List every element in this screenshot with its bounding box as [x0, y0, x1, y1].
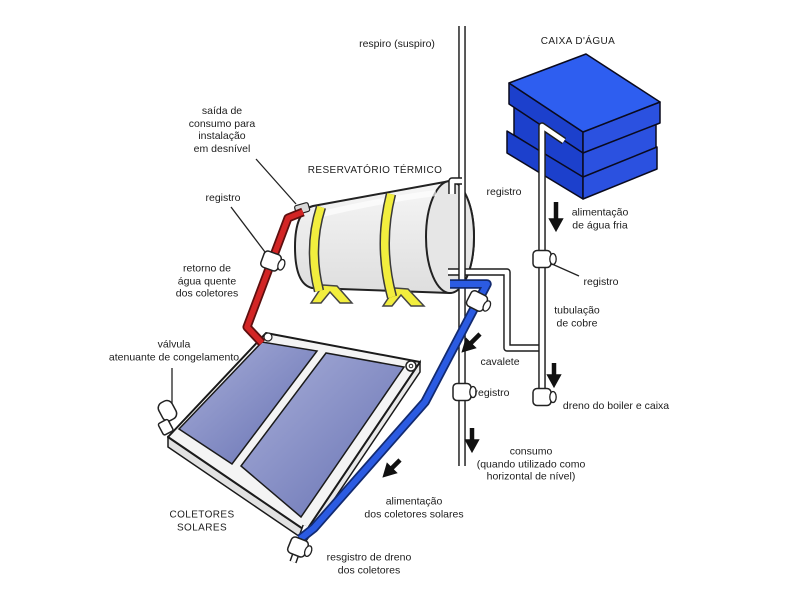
label-coletores-solares: COLETORES SOLARES [169, 509, 235, 534]
valve-hot-return [260, 250, 286, 272]
tank-down-pipe [539, 123, 566, 404]
label-registro-caixa: registro [583, 275, 619, 288]
callout-lines [171, 158, 580, 403]
label-alimentacao-coletores: alimentação dos coletores solares [364, 495, 464, 521]
label-registro-cavalete: registro [474, 386, 510, 399]
antifreeze-valve-bracket [157, 418, 174, 436]
label-valvula-congelamento: válvula atenuante de congelamento [108, 338, 240, 364]
valves [260, 249, 557, 558]
thermal-reservoir [293, 179, 475, 307]
flow-arrows [382, 202, 564, 478]
label-caixa-dagua: CAIXA D'ÁGUA [540, 35, 616, 47]
callout-registro-caixa [551, 263, 580, 277]
vent-elbow [449, 178, 462, 194]
reservoir-strap-right [381, 193, 396, 298]
arrow-cavalete-icon [461, 332, 482, 353]
collector-feed-pipe [297, 279, 492, 543]
callout-saida-consumo [255, 158, 297, 205]
label-registro-respiro: registro [486, 185, 522, 198]
valve-boiler-drain [532, 387, 557, 407]
label-dreno-boiler: dreno do boiler e caixa [562, 399, 670, 412]
label-reservatorio: RESERVATÓRIO TÉRMICO [307, 164, 443, 176]
reservoir-strap-left [310, 205, 325, 292]
hot-return-pipe [242, 207, 305, 347]
label-registro-dreno-coletores: resgistro de dreno dos coletores [326, 551, 412, 577]
callout-registro-saida [230, 206, 266, 253]
hot-return [244, 209, 305, 345]
valve-cavalete [452, 382, 477, 402]
tank-rim-right-face [582, 146, 658, 200]
label-registro-saida: registro [205, 191, 241, 204]
label-cavalete: cavalete [480, 355, 520, 368]
label-respiro: respiro (suspiro) [359, 37, 435, 50]
label-saida-consumo: saída de consumo para instalação em desn… [188, 105, 256, 155]
label-consumo: consumo (quando utilizado como horizonta… [476, 445, 586, 483]
valve-collector-feed [465, 289, 492, 313]
label-alimentacao-agua-fria: alimentação de água fria [571, 206, 629, 232]
arrow-collector-feed-icon [382, 458, 402, 478]
collector-feed [298, 281, 490, 542]
collector-panel-left [177, 341, 319, 466]
label-tubulacao-cobre: tubulação de cobre [554, 304, 600, 330]
cold-feed-pipe [448, 269, 542, 351]
reservoir-highlight [317, 190, 437, 218]
hot-return-outline [242, 207, 305, 347]
collector-panel-right [239, 352, 406, 519]
reservoir-endcap [425, 180, 475, 294]
collector-inlet-stub [263, 332, 273, 342]
collector-header-cap-inner [408, 363, 414, 369]
valve-collector-drain [286, 536, 313, 558]
antifreeze-valve-body [157, 399, 178, 422]
label-retorno: retorno de água quente dos coletores [175, 262, 239, 300]
tank-lid-top-face [508, 53, 661, 133]
water-tank [506, 53, 661, 200]
solar-collectors [157, 332, 421, 544]
